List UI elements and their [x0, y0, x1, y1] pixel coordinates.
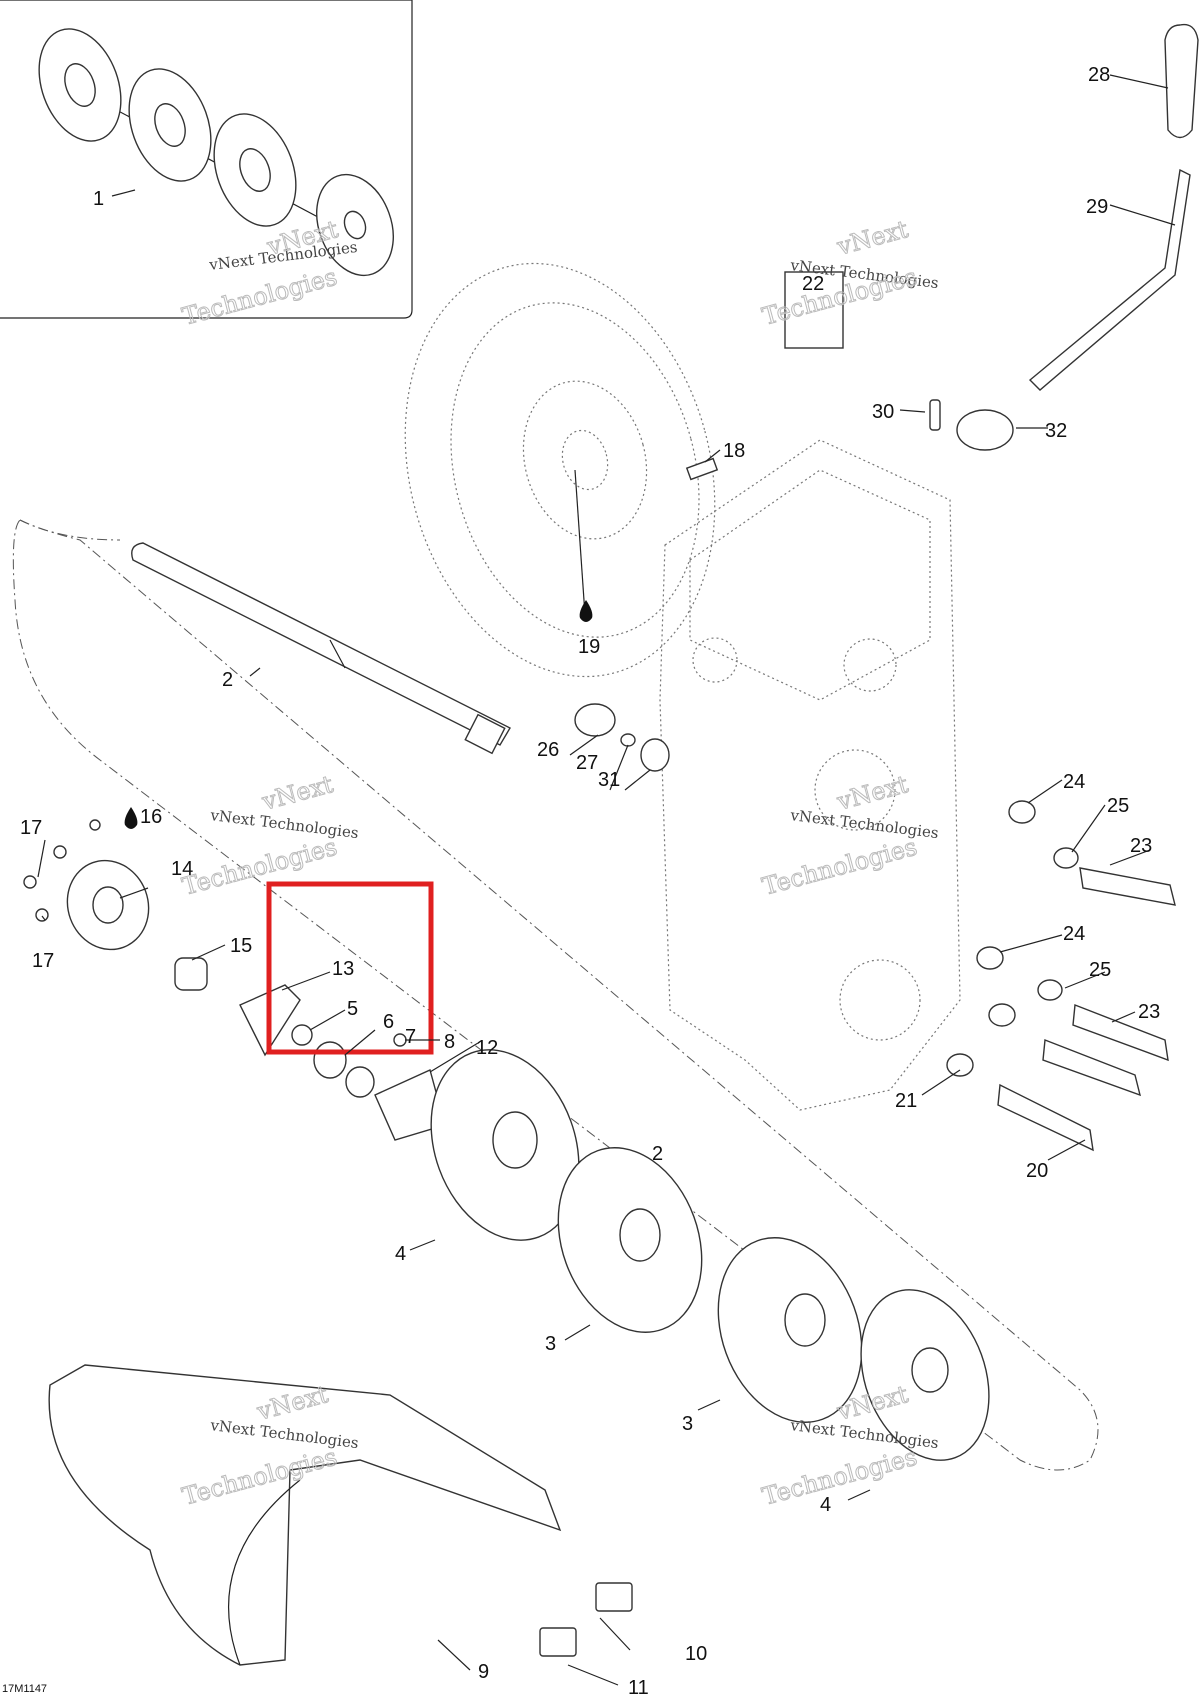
- callout-15: 15: [230, 935, 252, 957]
- svg-text:Technologies: Technologies: [179, 263, 340, 331]
- diagram-code: 17M1147: [2, 1683, 47, 1695]
- watermark-middle-left: vNext Technologies vNext Technologies: [179, 770, 360, 902]
- callout-23: 23: [1138, 1001, 1160, 1023]
- track-clip-11: [539, 1627, 577, 1657]
- callout-25: 25: [1089, 959, 1111, 981]
- callout-27: 27: [576, 752, 598, 774]
- right-fasteners: [574, 703, 1176, 1152]
- oil-drop-icon: [579, 600, 593, 622]
- watermark-middle-right: vNext Technologies vNext Technologies: [759, 770, 940, 902]
- callout-25: 25: [1107, 795, 1129, 817]
- callout-6: 6: [383, 1011, 394, 1033]
- callout-29: 29: [1086, 196, 1108, 218]
- svg-text:vNext Technologies: vNext Technologies: [789, 806, 940, 842]
- highlight-box: [266, 881, 434, 1055]
- leader-lines: [37, 74, 1176, 1686]
- callout-labels: 1 2 2 3 3 4 4 5 6 7 8 9 10 11 12 13 14 1…: [20, 64, 1160, 1697]
- callout-24: 24: [1063, 771, 1085, 793]
- callout-17: 17: [20, 817, 42, 839]
- drive-shaft: [131, 542, 511, 755]
- inset-drive-axle: [38, 28, 394, 277]
- svg-text:vNext: vNext: [833, 215, 911, 261]
- callout-30: 30: [872, 401, 894, 423]
- svg-text:Technologies: Technologies: [179, 833, 340, 901]
- svg-text:vNext Technologies: vNext Technologies: [209, 806, 360, 842]
- svg-text:Technologies: Technologies: [759, 833, 920, 901]
- dotted-chaincase: [659, 439, 961, 1111]
- callout-19: 19: [578, 636, 600, 658]
- track-clip-10: [595, 1582, 633, 1612]
- callout-2: 2: [652, 1143, 663, 1165]
- callout-7: 7: [405, 1026, 416, 1048]
- callout-1: 1: [93, 188, 104, 210]
- callout-28: 28: [1088, 64, 1110, 86]
- callout-21: 21: [895, 1090, 917, 1112]
- dotted-driven-wheel: [404, 262, 716, 678]
- drive-sprockets: [430, 1049, 990, 1461]
- callout-16: 16: [140, 806, 162, 828]
- callout-9: 9: [478, 1661, 489, 1683]
- callout-20: 20: [1026, 1160, 1048, 1182]
- callout-8: 8: [444, 1031, 455, 1053]
- track-section: [48, 1364, 562, 1666]
- callout-24: 24: [1063, 923, 1085, 945]
- callout-17: 17: [32, 950, 54, 972]
- callout-23: 23: [1130, 835, 1152, 857]
- callout-4: 4: [395, 1243, 406, 1265]
- callout-22: 22: [802, 273, 824, 295]
- track-outline: [12, 519, 1099, 1471]
- callout-4: 4: [820, 1494, 831, 1516]
- inset-frame: [0, 0, 413, 319]
- callout-13: 13: [332, 958, 354, 980]
- callout-12: 12: [476, 1037, 498, 1059]
- callout-10: 10: [685, 1643, 707, 1665]
- callout-18: 18: [723, 440, 745, 462]
- watermark-inset: vNext Technologies vNext Technologies: [179, 215, 359, 332]
- bearing-seal-stack: [23, 819, 446, 1141]
- top-right-parts: [685, 23, 1199, 481]
- svg-text:vNext: vNext: [258, 770, 336, 816]
- callout-32: 32: [1045, 420, 1067, 442]
- oil-drop-icon: [124, 807, 138, 829]
- callout-14: 14: [171, 858, 193, 880]
- callout-2: 2: [222, 669, 233, 691]
- callout-31: 31: [598, 769, 620, 791]
- callout-3: 3: [545, 1333, 556, 1355]
- callout-5: 5: [347, 998, 358, 1020]
- callout-26: 26: [537, 739, 559, 761]
- callout-3: 3: [682, 1413, 693, 1435]
- svg-text:Technologies: Technologies: [759, 1443, 920, 1511]
- callout-11: 11: [628, 1677, 649, 1697]
- svg-text:vNext: vNext: [833, 770, 911, 816]
